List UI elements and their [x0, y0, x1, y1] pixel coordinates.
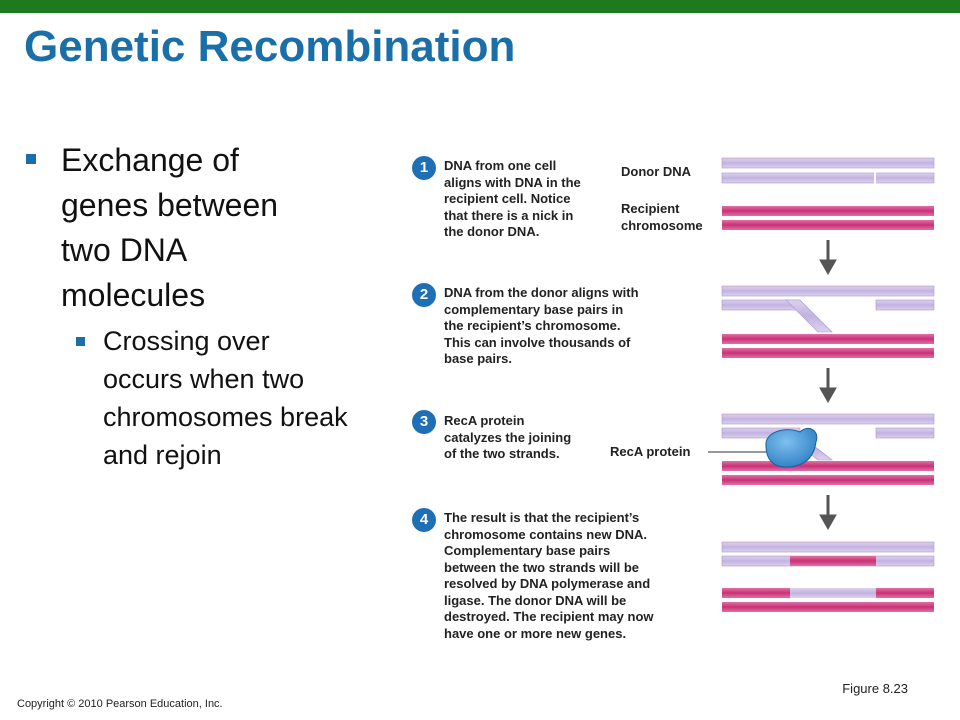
step-1-text: DNA from one cell aligns with DNA in the… — [444, 158, 581, 239]
step-1-number: 1 — [412, 156, 436, 180]
step-2-text: DNA from the donor aligns with complemen… — [444, 285, 639, 366]
step-3-strands — [708, 413, 935, 485]
step-4-text: The result is that the recipient’s chrom… — [444, 510, 654, 641]
step-4-strands — [721, 541, 935, 612]
bullet-square-icon — [76, 337, 85, 346]
recipient-chromosome-label: Recipient chromosome — [621, 201, 703, 233]
step-3-text: RecA protein catalyzes the joining of th… — [444, 413, 572, 461]
top-accent-bar — [0, 0, 960, 13]
bullet-square-icon — [26, 154, 36, 164]
step-3-number: 3 — [412, 410, 436, 434]
bullet-sub-text: Crossing over occurs when two chromosome… — [103, 326, 348, 470]
figure-label: Figure 8.23 — [842, 681, 908, 696]
arrow-3 — [819, 495, 837, 531]
donor-dna-label: Donor DNA — [621, 164, 692, 179]
step-2-number: 2 — [412, 283, 436, 307]
step-2-strands — [721, 285, 935, 358]
bullet-sub: Crossing over occurs when two chromosome… — [76, 322, 356, 474]
step-1-strands — [721, 157, 935, 230]
slide-title: Genetic Recombination — [24, 22, 516, 71]
bullet-main: Exchange of genes between two DNA molecu… — [26, 138, 356, 318]
copyright-text: Copyright © 2010 Pearson Education, Inc. — [17, 698, 223, 710]
bullet-main-text: Exchange of genes between two DNA molecu… — [61, 142, 279, 313]
reca-protein-label: RecA protein — [610, 444, 691, 459]
arrow-1 — [819, 240, 837, 276]
reca-protein-icon — [765, 427, 818, 468]
arrow-2 — [819, 368, 837, 404]
step-4-number: 4 — [412, 508, 436, 532]
